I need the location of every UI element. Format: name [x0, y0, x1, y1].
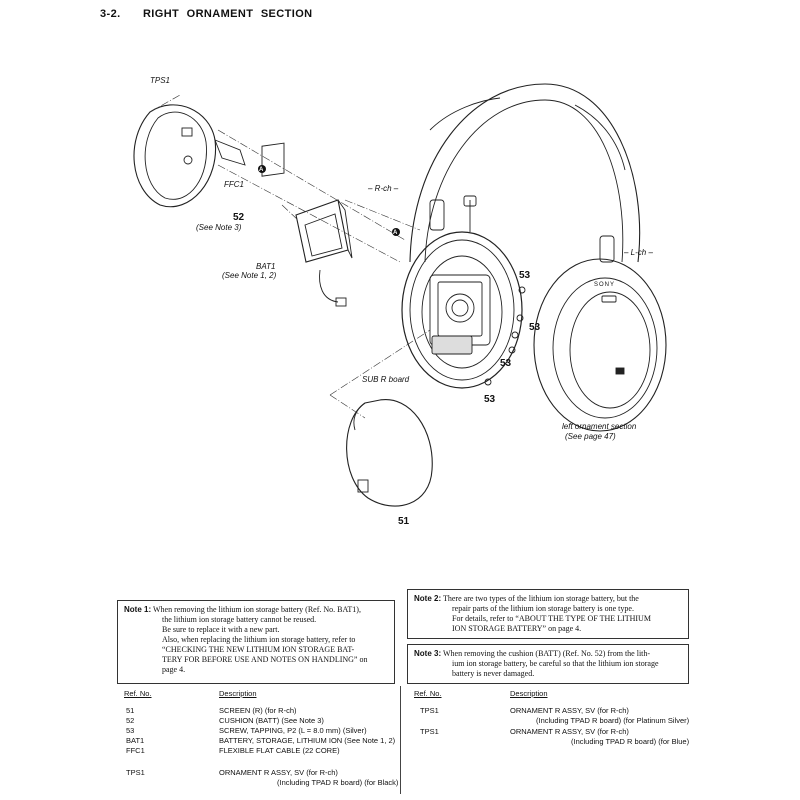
right-row-0-desc: ORNAMENT R ASSY, SV (for R-ch)	[510, 706, 629, 715]
label-part-53-d: 53	[484, 394, 496, 405]
note-3-line-2: battery is never damaged.	[452, 669, 535, 678]
left-row-1-ref: 52	[126, 716, 135, 725]
note-2-line-2: For details, refer to “ABOUT THE TYPE OF…	[452, 614, 651, 623]
left-row-0-desc: SCREEN (R) (for R-ch)	[219, 706, 297, 715]
label-part-53-a: 53	[519, 270, 531, 281]
l-ch-earcup	[533, 258, 667, 432]
note-1-label: Note 1:	[124, 605, 152, 614]
left-row-1-desc: CUSHION (BATT) (See Note 3)	[219, 716, 324, 725]
label-see-page: (See page 47)	[565, 432, 616, 441]
note-2-line-1: repair parts of the lithium ion storage …	[452, 604, 634, 613]
marker-a-2	[392, 228, 400, 236]
right-row-1-desc: ORNAMENT R ASSY, SV (for R-ch)	[510, 727, 629, 736]
note-1-line-2: Be sure to replace it with a new part.	[162, 625, 280, 634]
right-row-1-desc2: (Including TPAD R board) (for Blue)	[571, 737, 690, 746]
left-row-3-desc: BATTERY, STORAGE, LITHIUM ION (See Note …	[219, 736, 396, 745]
note-3-line-0: When removing the cushion (BATT) (Ref. N…	[442, 649, 651, 658]
note-2-box: Note 2: There are two types of the lithi…	[407, 589, 689, 639]
note-3-line-1: ium ion storage battery, be careful so t…	[452, 659, 659, 668]
marker-a-text-1: A	[259, 167, 264, 173]
label-note12-ref: (See Note 1, 2)	[222, 271, 277, 280]
left-row-2-desc: SCREW, TAPPING, P2 (L = 8.0 mm) (Silver)	[219, 726, 367, 735]
parts-divider	[400, 686, 401, 794]
marker-a-text-2: A	[393, 230, 398, 236]
note-1-line-3: Also, when replacing the lithium ion sto…	[162, 635, 356, 644]
note-3-label: Note 3:	[414, 649, 442, 658]
note-3-box: Note 3: When removing the cushion (BATT)…	[407, 644, 689, 684]
note-2-line-3: ION STORAGE BATTERY” on page 4.	[452, 624, 582, 633]
left-row-4-ref: FFC1	[126, 746, 145, 755]
r-ch-earcup	[401, 195, 523, 389]
exploded-view-diagram	[133, 83, 667, 507]
label-r-ch: – R-ch –	[368, 184, 399, 193]
note-1-line-6: page 4.	[162, 665, 186, 674]
section-title: 3-2. RIGHT ORNAMENT SECTION	[100, 8, 313, 20]
left-row-0-ref: 51	[126, 706, 135, 715]
left-row-5-desc2: (Including TPAD R board) (for Black)	[277, 778, 399, 787]
right-row-1-ref: TPS1	[420, 727, 439, 736]
screen-51	[346, 399, 433, 507]
cushion-52	[261, 142, 285, 177]
note-2-label: Note 2:	[414, 594, 442, 603]
label-sub-r-board: SUB R board	[362, 375, 410, 384]
left-ref-header: Ref. No.	[124, 689, 152, 698]
label-part-53-c: 53	[500, 358, 512, 369]
left-row-5-desc: ORNAMENT R ASSY, SV (for R-ch)	[219, 768, 338, 777]
label-left-ornament: left ornament section	[562, 422, 637, 431]
label-note3-ref: (See Note 3)	[196, 223, 242, 232]
left-row-5-ref: TPS1	[126, 768, 145, 777]
section-name: RIGHT ORNAMENT SECTION	[142, 8, 313, 20]
tps1-cover	[133, 104, 217, 208]
label-part-53-b: 53	[529, 322, 541, 333]
note-1-line-4: “CHECKING THE NEW LITHIUM ION STORAGE BA…	[162, 645, 355, 654]
left-row-4-desc: FLEXIBLE FLAT CABLE (22 CORE)	[219, 746, 340, 755]
label-l-ch: – L-ch –	[624, 248, 653, 257]
right-row-0-desc2: (Including TPAD R board) (for Platinum S…	[536, 716, 690, 725]
left-row-2-ref: 53	[126, 726, 135, 735]
headband	[409, 83, 641, 263]
note-2-line-0: There are two types of the lithium ion s…	[442, 594, 639, 603]
bat1-battery	[295, 199, 353, 307]
label-part-51: 51	[398, 516, 410, 527]
right-desc-header: Description	[510, 689, 548, 698]
note-1-line-0: When removing the lithium ion storage ba…	[152, 605, 361, 614]
label-tps1: TPS1	[150, 76, 171, 85]
left-desc-header: Description	[219, 689, 257, 698]
brand-logo: SONY	[594, 282, 616, 288]
section-number: 3-2.	[100, 8, 121, 20]
label-part-52: 52	[233, 212, 245, 223]
ffc1-cable	[214, 139, 246, 166]
right-row-0-ref: TPS1	[420, 706, 439, 715]
label-bat1: BAT1	[256, 262, 276, 271]
note-1-line-1: the lithium ion storage battery cannot b…	[162, 615, 317, 624]
marker-a-1	[258, 165, 266, 173]
left-row-3-ref: BAT1	[126, 736, 145, 745]
label-ffc1: FFC1	[224, 180, 244, 189]
right-ref-header: Ref. No.	[414, 689, 442, 698]
note-1-line-5: TERY FOR BEFORE USE AND NOTES ON HANDLIN…	[162, 655, 368, 664]
note-1-box: Note 1: When removing the lithium ion st…	[117, 600, 395, 684]
screws-53	[484, 286, 526, 386]
